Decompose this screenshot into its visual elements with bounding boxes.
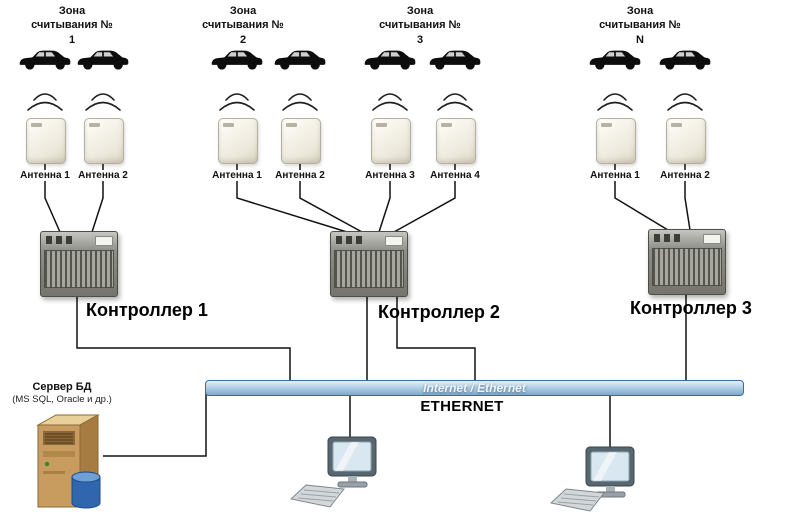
antenna-logo — [223, 123, 234, 127]
rfid-antenna-device — [596, 118, 636, 164]
rfid-antenna-device — [218, 118, 258, 164]
vehicles-group — [19, 50, 711, 70]
antenna-label: Антенна 3 — [358, 170, 422, 181]
monitor-icon — [585, 446, 635, 498]
antenna-label: Антенна 4 — [423, 170, 487, 181]
rfid-antenna-device — [26, 118, 66, 164]
antenna-logo — [441, 123, 452, 127]
rfid-antenna-device — [84, 118, 124, 164]
ethernet-bus: Internet / Ethernet — [205, 380, 744, 396]
controller-ports — [336, 236, 364, 244]
controller-device-3 — [648, 229, 726, 295]
antenna-label: Антенна 2 — [71, 170, 135, 181]
rfid-antenna-device — [436, 118, 476, 164]
ethernet-bus-label: Internet / Ethernet — [423, 381, 526, 395]
antenna-logo — [601, 123, 612, 127]
db-server-subtitle: (MS SQL, Oracle и др.) — [12, 394, 112, 405]
keyboard-icon — [290, 484, 345, 508]
controller-heatsink — [334, 250, 404, 288]
car-icon — [19, 50, 71, 70]
antenna-label: Антенна 2 — [653, 170, 717, 181]
car-icon — [589, 50, 641, 70]
antenna-logo — [286, 123, 297, 127]
antenna-label: Антенна 1 — [13, 170, 77, 181]
antenna-label: Антенна 2 — [268, 170, 332, 181]
monitor-icon — [327, 436, 377, 488]
keyboard-icon — [550, 488, 605, 512]
controller-tag — [385, 236, 403, 246]
controller-label-2: Контроллер 2 — [378, 302, 500, 322]
car-icon — [77, 50, 129, 70]
controller-device-1 — [40, 231, 118, 297]
antenna-label: Антенна 1 — [583, 170, 647, 181]
antenna-logo — [671, 123, 682, 127]
controller-heatsink — [44, 250, 114, 288]
db-server-title: Сервер БД — [32, 381, 92, 393]
zone-label-2: Зона считывания № 2 — [202, 5, 284, 46]
car-icon — [659, 50, 711, 70]
controller-heatsink — [652, 248, 722, 286]
database-cylinder-icon — [71, 471, 101, 509]
rfid-antenna-device — [281, 118, 321, 164]
controller-tag — [95, 236, 113, 246]
wireless-waves-icon — [27, 93, 703, 111]
car-icon — [211, 50, 263, 70]
antenna-logo — [376, 123, 387, 127]
car-icon — [274, 50, 326, 70]
car-icon — [429, 50, 481, 70]
controller-device-2 — [330, 231, 408, 297]
ethernet-label: ETHERNET — [420, 398, 504, 415]
zone-label-3: Зона считывания № 3 — [379, 5, 461, 46]
controller-label-1: Контроллер 1 — [86, 300, 208, 320]
zone-label-1: Зона считывания № 1 — [31, 5, 113, 46]
antenna-label: Антенна 1 — [205, 170, 269, 181]
db-server-icon — [36, 414, 101, 509]
antenna-logo — [89, 123, 100, 127]
car-icon — [364, 50, 416, 70]
controller-label-3: Контроллер 3 — [630, 298, 752, 318]
rfid-antenna-device — [371, 118, 411, 164]
rfid-antenna-device — [666, 118, 706, 164]
controller-ports — [654, 234, 682, 242]
controller-tag — [703, 234, 721, 244]
antenna-logo — [31, 123, 42, 127]
controller-ports — [46, 236, 74, 244]
zone-label-n: Зона считывания № N — [599, 5, 681, 46]
